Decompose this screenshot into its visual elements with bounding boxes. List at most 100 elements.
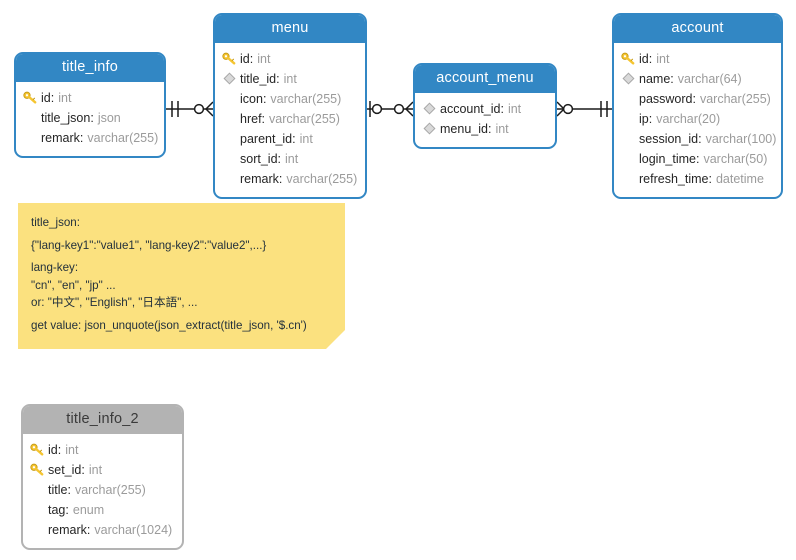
field-colon: :: [648, 111, 653, 126]
field-name: menu_id: [440, 121, 488, 136]
entity-menu-header: menu: [215, 15, 365, 43]
field-row[interactable]: remark: varchar(255): [215, 169, 365, 189]
no-key-icon: [30, 523, 47, 537]
field-name: id: [639, 51, 649, 66]
entity-title_info_2-header: title_info_2: [23, 406, 182, 434]
note-line: {"lang-key1":"value1", "lang-key2":"valu…: [31, 238, 267, 252]
field-type: int: [257, 51, 271, 66]
field-name: title: [48, 482, 68, 497]
relationship-menu-account_menu: [367, 101, 414, 117]
foreign-key-diamond-icon: [422, 101, 439, 116]
entity-menu-fields: id: int title_id: int icon: varchar(255)…: [215, 43, 365, 197]
field-colon: :: [276, 71, 280, 86]
primary-key-icon: [30, 443, 47, 457]
field-row[interactable]: parent_id: int: [215, 129, 365, 149]
entity-title_info_2[interactable]: title_info_2 id: int set_id: int title: …: [21, 404, 184, 550]
field-row[interactable]: account_id: int: [415, 99, 555, 119]
entity-account-fields: id: int name: varchar(64) password: varc…: [614, 43, 781, 197]
field-colon: :: [278, 171, 283, 186]
field-colon: :: [487, 121, 492, 136]
field-colon: :: [277, 151, 282, 166]
field-type: varchar(100): [705, 131, 777, 146]
field-type: varchar(255): [87, 130, 159, 145]
field-name: session_id: [639, 131, 699, 146]
field-type: varchar(255): [699, 91, 771, 106]
entity-title_info[interactable]: title_info id: int title_json: json rema…: [14, 52, 166, 158]
field-type: varchar(255): [270, 91, 342, 106]
field-row[interactable]: sort_id: int: [215, 149, 365, 169]
field-row[interactable]: title: varchar(255): [23, 480, 182, 500]
field-row[interactable]: id: int: [215, 49, 365, 69]
field-row[interactable]: session_id: varchar(100): [614, 129, 781, 149]
field-type: int: [285, 151, 299, 166]
field-row[interactable]: name: varchar(64): [614, 69, 781, 89]
entity-account[interactable]: account id: int name: varchar(64) passwo…: [612, 13, 783, 199]
field-colon: :: [67, 482, 71, 497]
field-name: sort_id: [240, 151, 278, 166]
field-row[interactable]: ip: varchar(20): [614, 109, 781, 129]
primary-key-icon: [621, 52, 638, 66]
field-row[interactable]: set_id: int: [23, 460, 182, 480]
note-line: title_json:: [31, 216, 80, 229]
field-row[interactable]: icon: varchar(255): [215, 89, 365, 109]
field-type: int: [283, 71, 297, 86]
no-key-icon: [23, 111, 40, 125]
entity-account_menu[interactable]: account_menu account_id: int menu_id: in…: [413, 63, 557, 149]
field-type: int: [58, 90, 72, 105]
field-name: remark: [41, 130, 80, 145]
no-key-icon: [621, 112, 638, 126]
field-name: name: [639, 71, 671, 86]
field-colon: :: [65, 502, 69, 517]
field-row[interactable]: title_id: int: [215, 69, 365, 89]
field-colon: :: [695, 151, 700, 166]
annotation-note-title_json[interactable]: title_json: {"lang-key1":"value1", "lang…: [18, 203, 345, 349]
field-type: varchar(255): [74, 482, 146, 497]
field-row[interactable]: menu_id: int: [415, 119, 555, 139]
field-name: account_id: [440, 101, 501, 116]
field-colon: :: [500, 101, 504, 116]
field-row[interactable]: id: int: [16, 88, 164, 108]
field-row[interactable]: id: int: [23, 440, 182, 460]
field-row[interactable]: refresh_time: datetime: [614, 169, 781, 189]
field-colon: :: [249, 51, 254, 66]
no-key-icon: [621, 152, 638, 166]
primary-key-icon: [30, 463, 47, 477]
field-colon: :: [50, 90, 55, 105]
field-colon: :: [90, 110, 94, 125]
field-colon: :: [692, 91, 696, 106]
field-colon: :: [708, 171, 712, 186]
field-name: remark: [240, 171, 279, 186]
field-colon: :: [57, 442, 62, 457]
field-row[interactable]: href: varchar(255): [215, 109, 365, 129]
primary-key-icon: [23, 91, 40, 105]
field-name: id: [240, 51, 250, 66]
field-row[interactable]: remark: varchar(255): [16, 128, 164, 148]
field-row[interactable]: tag: enum: [23, 500, 182, 520]
entity-title_info-fields: id: int title_json: json remark: varchar…: [16, 82, 164, 156]
note-line: or: "中文", "English", "日本語", ...: [31, 296, 198, 310]
no-key-icon: [222, 92, 239, 106]
field-row[interactable]: remark: varchar(1024): [23, 520, 182, 540]
field-name: href: [240, 111, 262, 126]
field-type: varchar(255): [286, 171, 358, 186]
field-row[interactable]: title_json: json: [16, 108, 164, 128]
no-key-icon: [222, 152, 239, 166]
note-folded-corner-icon: [326, 330, 345, 349]
field-name: ip: [639, 111, 649, 126]
entity-menu[interactable]: menu id: int title_id: int icon: varchar…: [213, 13, 367, 199]
field-type: varchar(20): [656, 111, 721, 126]
field-type: int: [656, 51, 670, 66]
field-type: int: [495, 121, 509, 136]
field-type: int: [88, 462, 103, 477]
field-type: int: [299, 131, 313, 146]
field-colon: :: [86, 522, 91, 537]
no-key-icon: [30, 483, 47, 497]
field-type: varchar(255): [269, 111, 340, 126]
field-row[interactable]: password: varchar(255): [614, 89, 781, 109]
field-row[interactable]: login_time: varchar(50): [614, 149, 781, 169]
field-type: varchar(1024): [94, 522, 173, 537]
foreign-key-diamond-icon: [222, 71, 239, 86]
entity-account_menu-fields: account_id: int menu_id: int: [415, 93, 555, 147]
field-row[interactable]: id: int: [614, 49, 781, 69]
field-colon: :: [262, 91, 267, 106]
